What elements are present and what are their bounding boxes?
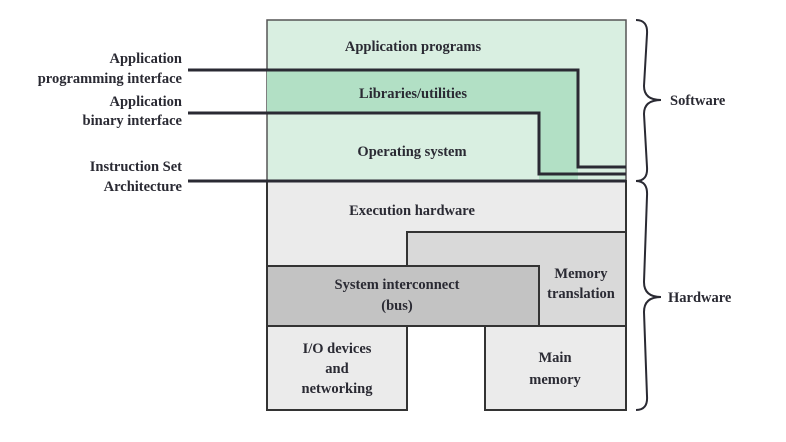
abi-label: binary interface xyxy=(83,113,183,129)
libraries-utilities-layer xyxy=(267,70,578,181)
software-label: Software xyxy=(670,93,726,109)
hardware-label: Hardware xyxy=(668,290,732,306)
api-label: Application xyxy=(109,51,182,67)
libraries-label: Libraries/utilities xyxy=(359,86,467,102)
operating-system-label: Operating system xyxy=(357,144,466,160)
main-memory-label: memory xyxy=(529,372,581,388)
memory-translation-label: Memory xyxy=(554,266,608,282)
abi-label: Application xyxy=(109,94,182,110)
memory-translation-label: translation xyxy=(547,286,615,302)
io-devices-box xyxy=(266,325,408,411)
io-devices-label: networking xyxy=(302,381,374,397)
system-interconnect-label: (bus) xyxy=(381,298,413,314)
system-interconnect-label: System interconnect xyxy=(335,277,460,293)
execution-hardware-label: Execution hardware xyxy=(349,203,475,219)
main-memory-label: Main xyxy=(538,350,571,366)
hardware-brace xyxy=(635,180,662,411)
api-label: programming interface xyxy=(38,71,183,87)
system-interconnect-box xyxy=(266,265,540,327)
software-brace xyxy=(635,19,662,182)
main-memory-box xyxy=(484,325,627,411)
isa-label: Instruction Set xyxy=(90,159,182,175)
abi-line xyxy=(188,111,626,176)
io-devices-label: and xyxy=(325,361,348,377)
application-programs-label: Application programs xyxy=(345,39,482,55)
isa-label: Architecture xyxy=(104,179,183,195)
api-line xyxy=(188,68,626,169)
io-devices-label: I/O devices xyxy=(303,341,372,357)
